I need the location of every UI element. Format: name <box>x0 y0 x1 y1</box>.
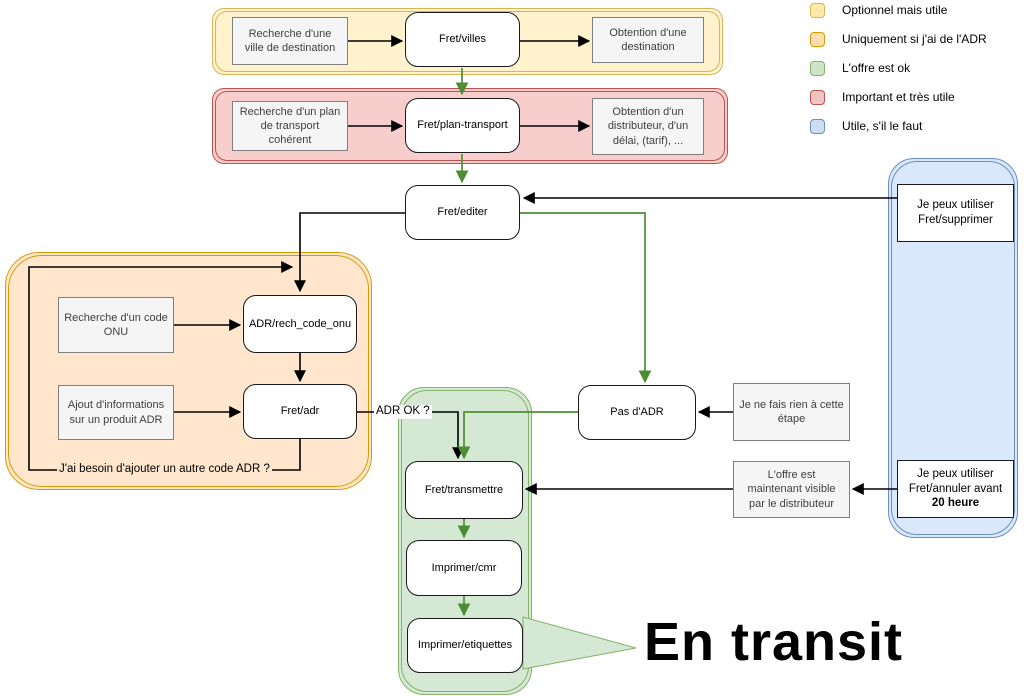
legend-swatch-red <box>810 89 825 105</box>
node-fret-transmettre: Fret/transmettre <box>405 461 523 519</box>
callout-en-transit: En transit <box>644 612 904 672</box>
node-fret-editer: Fret/editer <box>405 185 520 240</box>
label-adr-ok: ADR OK ? <box>374 405 432 419</box>
node-obtention-destination: Obtention d'une destination <box>592 17 704 63</box>
node-obtention-distributeur: Obtention d'un distributeur, d'un délai,… <box>592 98 704 155</box>
group-adr <box>5 252 372 490</box>
node-fret-adr: Fret/adr <box>243 384 357 439</box>
legend-item-offre-ok: L'offre est ok <box>810 59 910 77</box>
legend-item-important: Important et très utile <box>810 88 955 106</box>
callout-triangle <box>522 616 637 670</box>
edge-editer-to-pasadr <box>520 212 652 384</box>
node-recherche-plan: Recherche d'un plan de transport cohéren… <box>232 101 348 151</box>
legend-swatch-blue <box>810 118 825 134</box>
node-je-ne-fais-rien: Je ne fais rien à cette étape <box>733 383 850 441</box>
fret-annuler-text: Je peux utiliser Fret/annuler avant 20 h… <box>908 467 1003 510</box>
node-pas-adr: Pas d'ADR <box>578 385 696 440</box>
node-imprimer-cmr: Imprimer/cmr <box>406 540 522 596</box>
legend-item-optionnel: Optionnel mais utile <box>810 1 947 19</box>
node-fret-annuler: Je peux utiliser Fret/annuler avant 20 h… <box>897 460 1014 518</box>
legend-item-adr: Uniquement si j'ai de l'ADR <box>810 30 987 48</box>
legend-item-utile: Utile, s'il le faut <box>810 117 922 135</box>
node-fret-plan-transport: Fret/plan-transport <box>405 98 520 153</box>
node-offre-visible: L'offre est maintenant visible par le di… <box>733 461 850 518</box>
node-adr-rech-code-onu: ADR/rech_code_onu <box>243 295 357 353</box>
node-recherche-ville: Recherche d'une ville de destination <box>232 17 348 65</box>
node-recherche-code-onu: Recherche d'un code ONU <box>58 297 174 353</box>
legend-swatch-yellow <box>810 2 825 18</box>
node-ajout-informations: Ajout d'informations sur un produit ADR <box>58 385 174 440</box>
legend-swatch-orange <box>810 31 825 47</box>
legend-swatch-green <box>810 60 825 76</box>
node-imprimer-etiquettes: Imprimer/etiquettes <box>407 618 523 673</box>
node-fret-villes: Fret/villes <box>405 12 520 67</box>
node-fret-supprimer: Je peux utiliser Fret/supprimer <box>897 184 1014 242</box>
label-loop-autre-code-adr: J'ai besoin d'ajouter un autre code ADR … <box>57 463 272 477</box>
